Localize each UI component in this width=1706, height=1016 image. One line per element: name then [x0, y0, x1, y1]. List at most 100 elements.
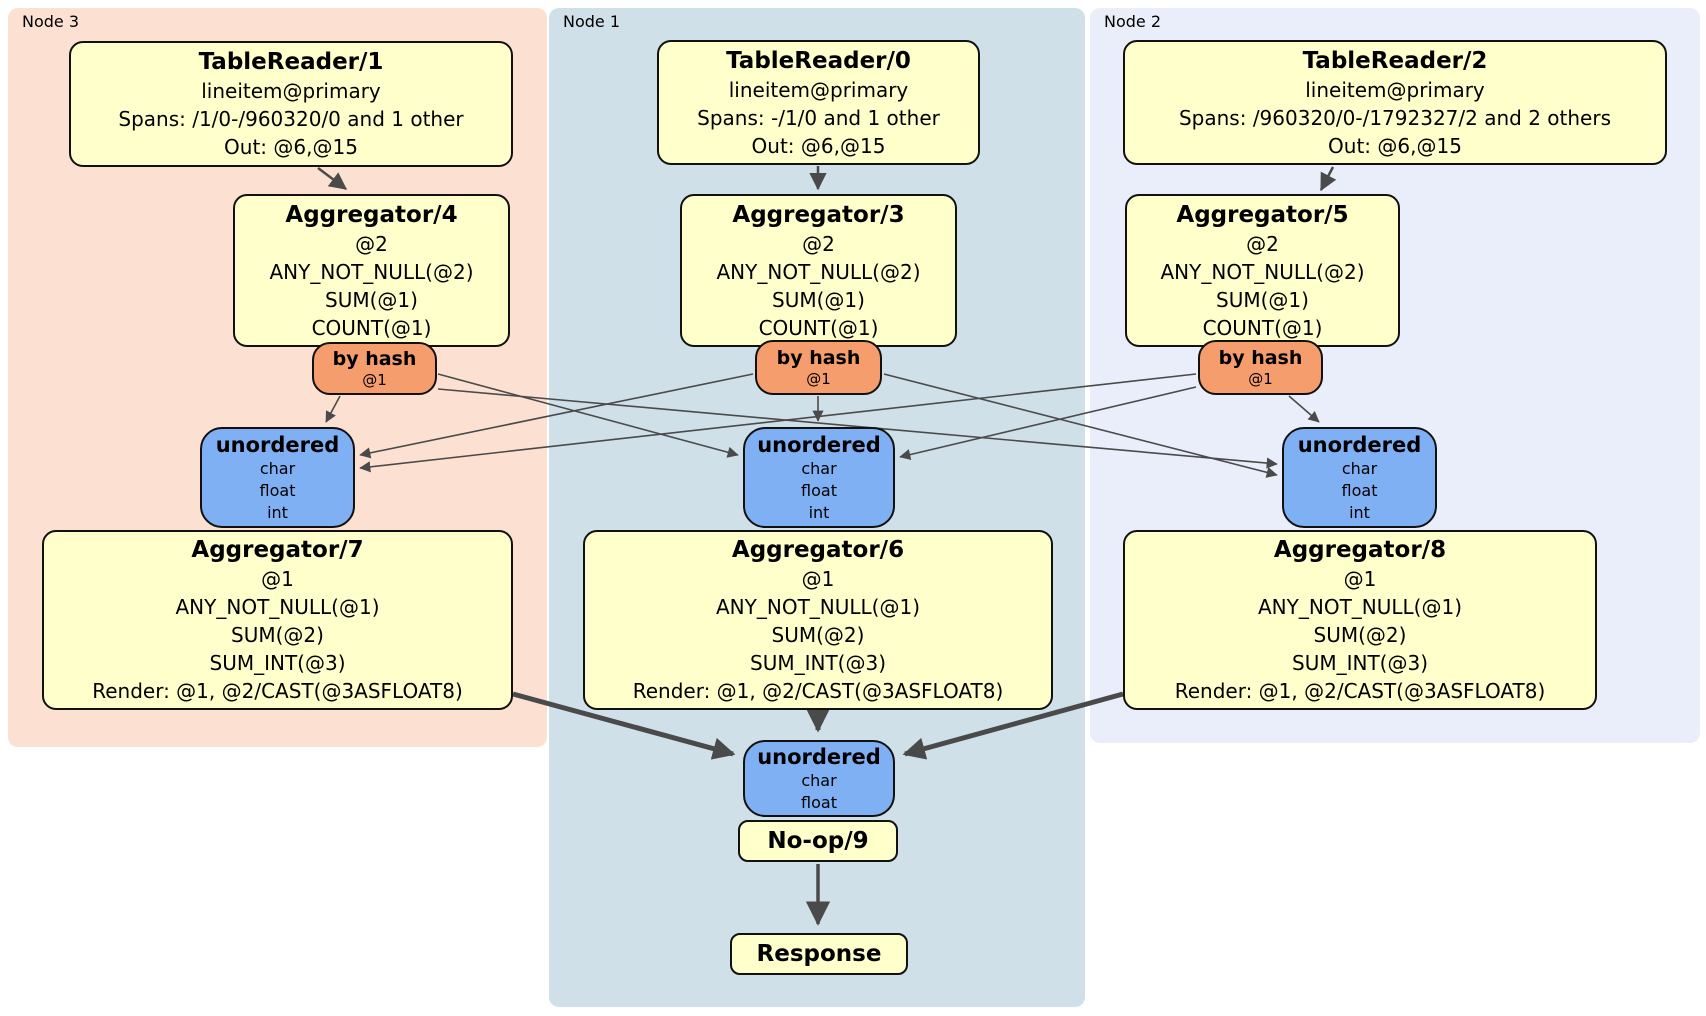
edge-agg7-unfinal — [512, 691, 736, 760]
processor-title: TableReader/0 — [726, 47, 911, 74]
processor-tablereader-2: TableReader/2 lineitem@primary Spans: /9… — [1123, 40, 1667, 165]
node2-label: Node 2 — [1104, 12, 1162, 31]
processor-detail: @1 — [261, 567, 294, 591]
processor-title: Aggregator/5 — [1176, 201, 1349, 228]
processor-detail: @2 — [355, 231, 388, 256]
router-by-hash-node3: by hash @1 — [312, 342, 437, 395]
edge-hash1-un3 — [359, 373, 754, 459]
sync-unordered-node3: unordered char float int — [200, 427, 355, 528]
processor-detail: SUM_INT(@3) — [209, 651, 346, 675]
processor-detail: SUM_INT(@3) — [1292, 651, 1428, 675]
processor-detail: ANY_NOT_NULL(@2) — [269, 259, 474, 284]
sync-title: unordered — [757, 432, 881, 457]
router-detail: @1 — [1248, 370, 1273, 388]
processor-detail: ANY_NOT_NULL(@1) — [1258, 595, 1462, 619]
processor-detail: SUM(@2) — [771, 623, 865, 647]
processor-detail: COUNT(@1) — [1202, 315, 1323, 340]
processor-detail: Spans: -/1/0 and 1 other — [697, 105, 940, 130]
edge-hash2-un2 — [1288, 395, 1320, 423]
processor-detail: @2 — [1246, 231, 1279, 256]
edge-agg8-unfinal — [902, 691, 1124, 760]
processor-title: Aggregator/4 — [285, 201, 458, 228]
router-detail: @1 — [806, 370, 831, 388]
sync-column-type: char — [259, 458, 296, 478]
sync-column-type: int — [808, 502, 830, 522]
sync-column-type: char — [1341, 458, 1378, 478]
node3-label: Node 3 — [22, 12, 80, 31]
sync-column-type: char — [801, 458, 837, 478]
router-by-hash-node1: by hash @1 — [755, 340, 882, 395]
processor-detail: COUNT(@1) — [758, 315, 879, 340]
sync-column-type: int — [1349, 502, 1370, 522]
node1-label: Node 1 — [563, 12, 621, 31]
processor-detail: Render: @1, @2/CAST(@3ASFLOAT8) — [1174, 679, 1546, 703]
sync-column-type: float — [259, 480, 296, 500]
processor-aggregator-4: Aggregator/4 @2 ANY_NOT_NULL(@2) SUM(@1)… — [233, 194, 510, 347]
edge-hash1-un2 — [883, 373, 1278, 478]
edge-tr1-agg4 — [317, 167, 347, 190]
processor-detail: @1 — [1343, 567, 1377, 591]
edge-tr2-agg5 — [1319, 166, 1337, 192]
processor-title: Aggregator/8 — [1273, 537, 1447, 563]
router-detail: @1 — [362, 371, 387, 389]
processor-detail: SUM(@1) — [772, 287, 865, 312]
processor-title: Aggregator/7 — [191, 537, 364, 563]
router-title: by hash — [776, 347, 861, 369]
processor-title: Response — [756, 941, 882, 967]
sync-title: unordered — [757, 744, 881, 769]
sync-unordered-node1: unordered char float int — [743, 427, 895, 528]
processor-detail: lineitem@primary — [728, 77, 909, 102]
sync-unordered-node2: unordered char float int — [1282, 427, 1437, 528]
edge-hash3-un2 — [437, 388, 1278, 469]
sync-unordered-final: unordered char float — [743, 740, 895, 817]
processor-detail: Out: @6,@15 — [1328, 133, 1462, 158]
processor-title: TableReader/1 — [198, 49, 384, 75]
processor-aggregator-6: Aggregator/6 @1 ANY_NOT_NULL(@1) SUM(@2)… — [583, 530, 1053, 710]
processor-tablereader-1: TableReader/1 lineitem@primary Spans: /1… — [69, 41, 513, 167]
processor-detail: @1 — [801, 567, 835, 591]
processor-detail: ANY_NOT_NULL(@1) — [175, 595, 380, 619]
router-title: by hash — [1218, 347, 1303, 369]
processor-detail: Spans: /960320/0-/1792327/2 and 2 others — [1178, 105, 1611, 130]
edge-hash2-un3 — [359, 373, 1197, 473]
processor-aggregator-8: Aggregator/8 @1 ANY_NOT_NULL(@1) SUM(@2)… — [1123, 530, 1597, 710]
processor-noop-9: No-op/9 — [738, 820, 898, 862]
sync-column-type: float — [801, 480, 837, 500]
processor-detail: SUM_INT(@3) — [750, 651, 886, 675]
sync-column-type: float — [801, 792, 837, 812]
processor-aggregator-5: Aggregator/5 @2 ANY_NOT_NULL(@2) SUM(@1)… — [1125, 194, 1400, 347]
edge-hash3-un3 — [325, 395, 341, 423]
processor-title: No-op/9 — [767, 828, 869, 854]
processor-detail: SUM(@2) — [231, 623, 324, 647]
processor-title: Aggregator/3 — [732, 201, 905, 228]
processor-response: Response — [730, 933, 908, 975]
sync-title: unordered — [1297, 432, 1422, 457]
processor-detail: COUNT(@1) — [311, 315, 432, 340]
processor-title: Aggregator/6 — [731, 537, 905, 563]
router-by-hash-node2: by hash @1 — [1198, 340, 1323, 395]
processor-detail: ANY_NOT_NULL(@2) — [716, 259, 921, 284]
sync-column-type: char — [801, 770, 837, 790]
processor-detail: SUM(@1) — [325, 287, 418, 312]
processor-title: TableReader/2 — [1302, 47, 1488, 74]
processor-detail: Spans: /1/0-/960320/0 and 1 other — [118, 107, 464, 131]
processor-detail: ANY_NOT_NULL(@1) — [716, 595, 920, 619]
processor-detail: ANY_NOT_NULL(@2) — [1160, 259, 1365, 284]
processor-detail: Render: @1, @2/CAST(@3ASFLOAT8) — [92, 679, 463, 703]
router-title: by hash — [332, 348, 417, 370]
processor-detail: lineitem@primary — [1305, 77, 1485, 102]
processor-detail: SUM(@2) — [1313, 623, 1407, 647]
processor-detail: @2 — [802, 231, 835, 256]
sync-column-type: int — [267, 502, 288, 522]
edge-hash2-un1 — [899, 386, 1197, 461]
processor-detail: SUM(@1) — [1216, 287, 1309, 312]
sync-title: unordered — [215, 432, 340, 457]
processor-detail: Render: @1, @2/CAST(@3ASFLOAT8) — [632, 679, 1004, 703]
processor-detail: Out: @6,@15 — [751, 133, 886, 158]
processor-tablereader-0: TableReader/0 lineitem@primary Spans: -/… — [657, 40, 980, 165]
sync-column-type: float — [1341, 480, 1378, 500]
processor-aggregator-3: Aggregator/3 @2 ANY_NOT_NULL(@2) SUM(@1)… — [680, 194, 957, 347]
processor-detail: lineitem@primary — [201, 79, 381, 103]
